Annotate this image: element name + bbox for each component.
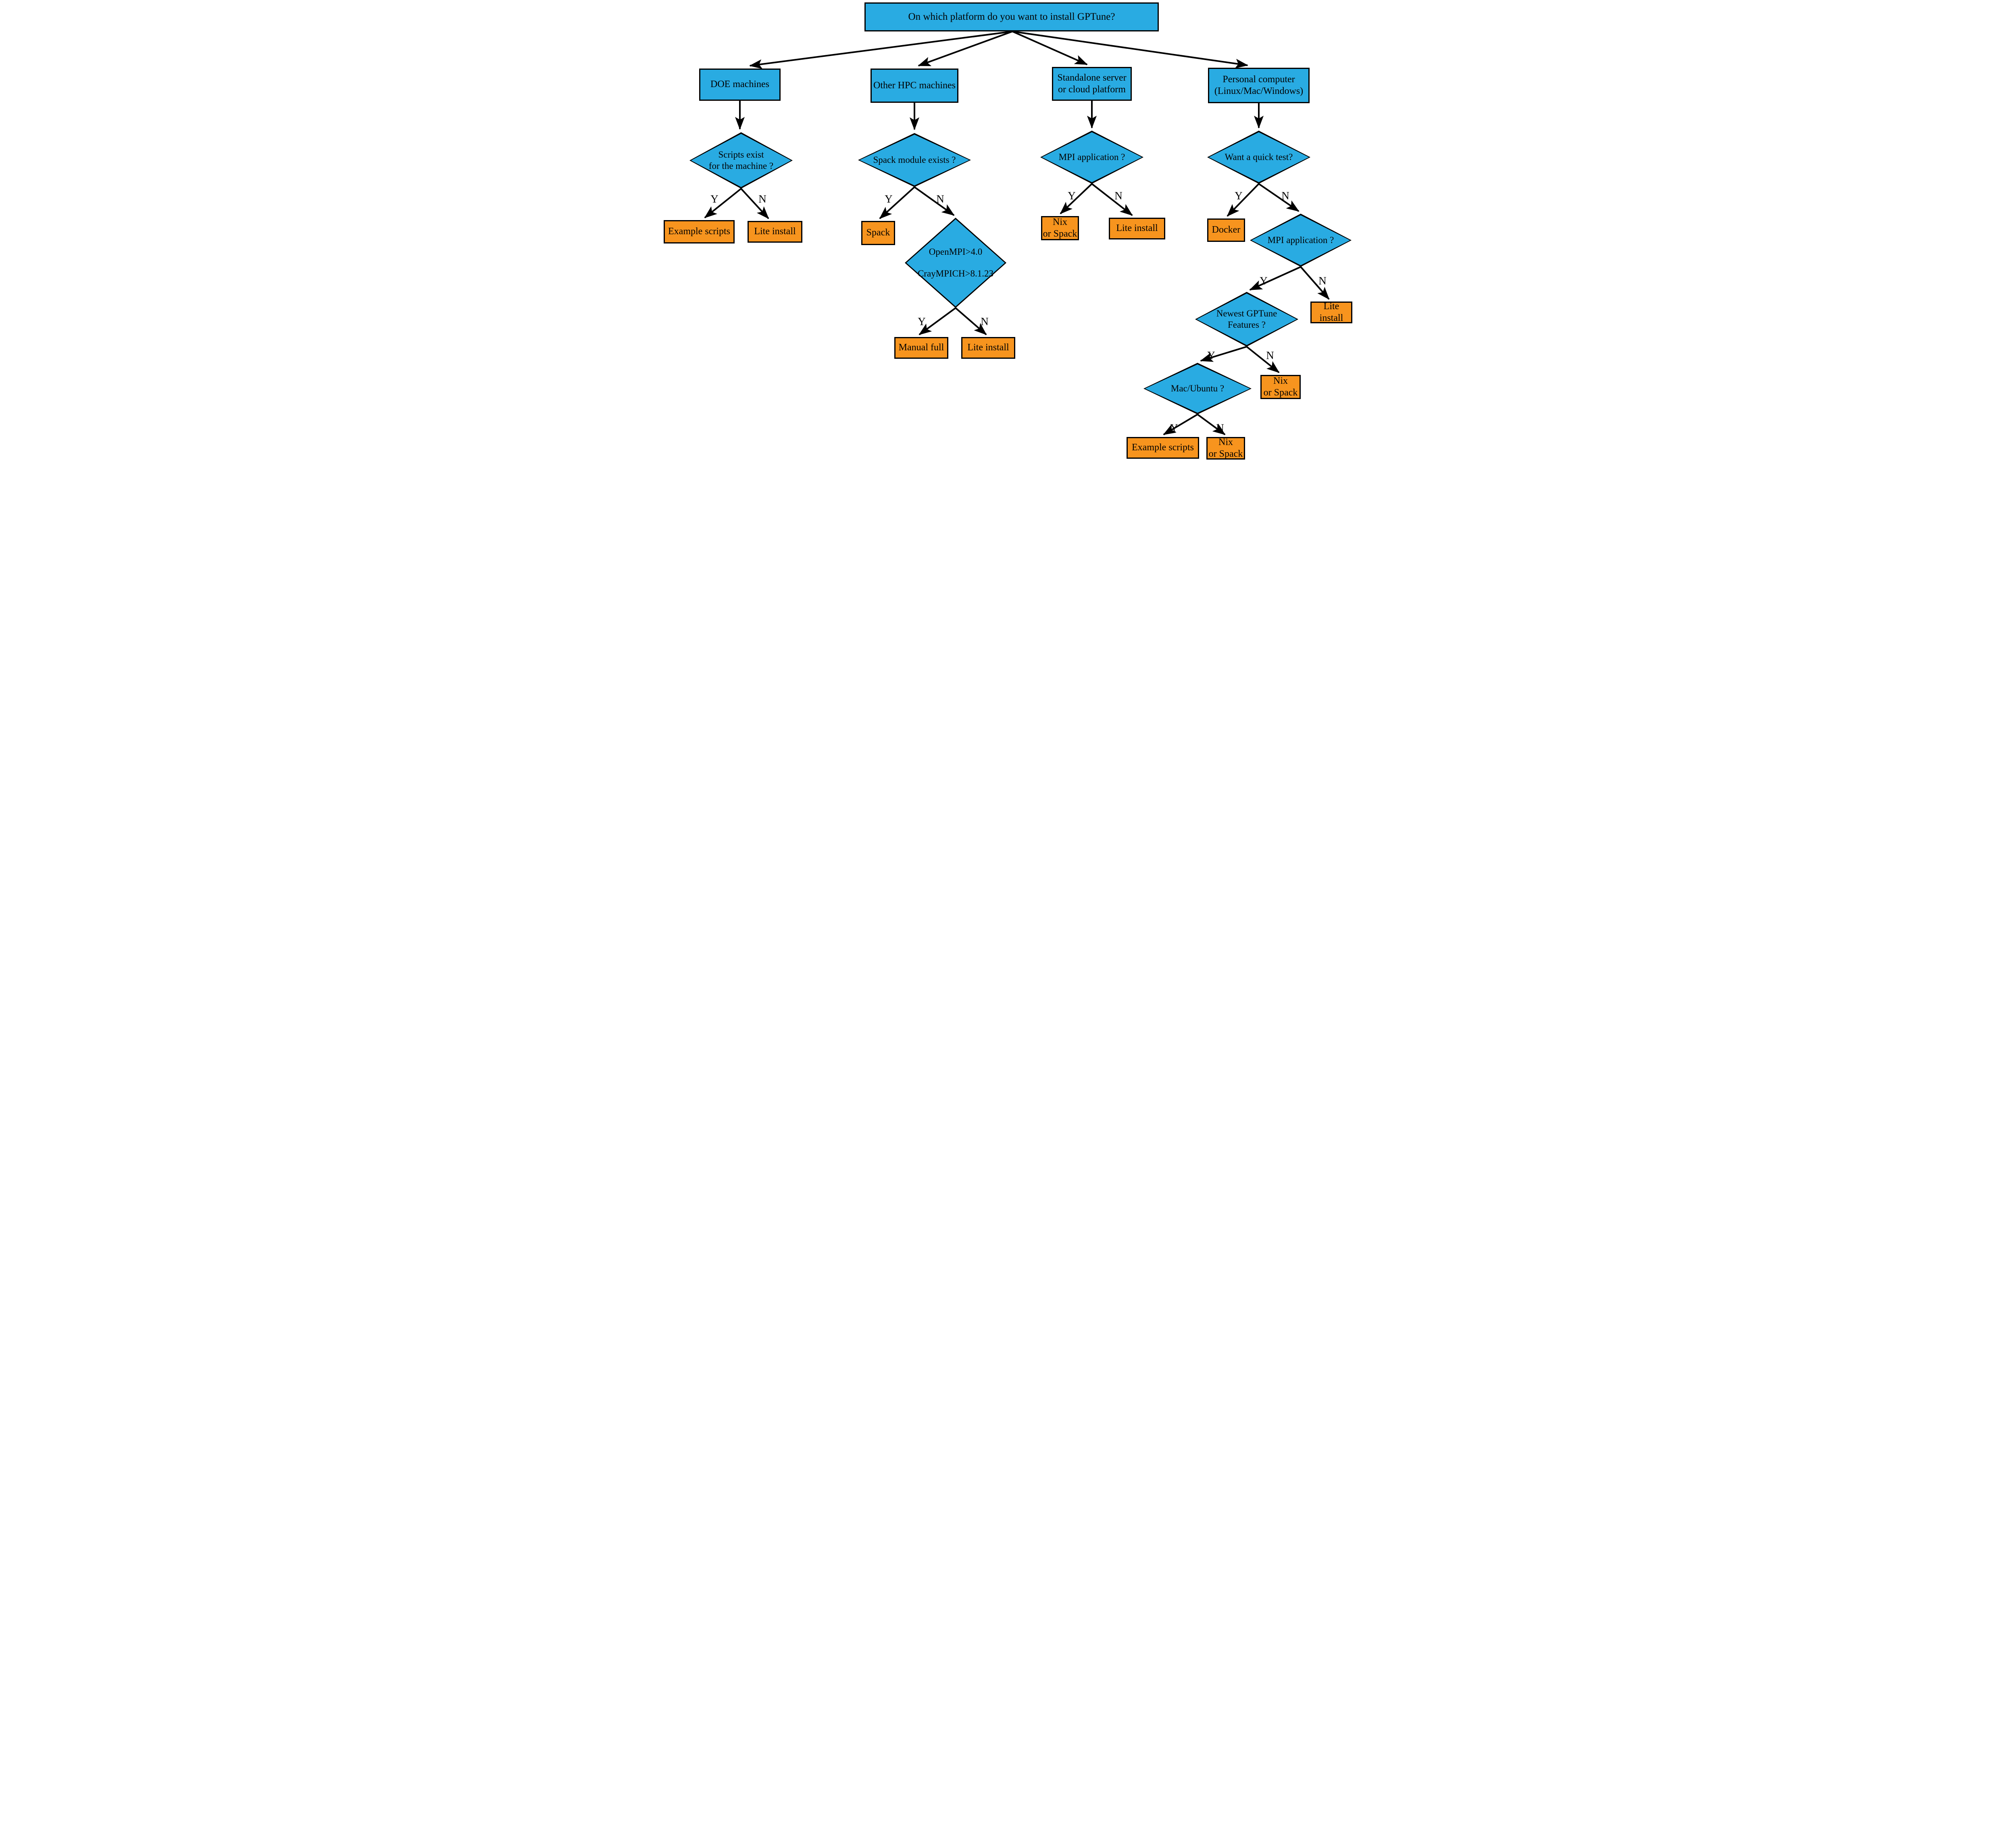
manual-full-result-box: Manual full bbox=[894, 337, 948, 359]
arrow-quicktest-yes bbox=[1227, 183, 1260, 217]
doe-machines-box: DOE machines bbox=[699, 69, 781, 101]
personal-computer-box: Personal computer (Linux/Mac/Windows) bbox=[1208, 68, 1310, 103]
spack-module-exists-decision-label: Spack module exists ? bbox=[873, 154, 956, 165]
docker-result-label: Docker bbox=[1212, 225, 1241, 235]
flowchart-arrows-layer bbox=[704, 31, 1330, 435]
docker-result-box: Docker bbox=[1207, 218, 1245, 242]
scripts-exist-decision: Scripts exist for the machine ? bbox=[689, 132, 793, 189]
example-scripts-result-box-pc: Example scripts bbox=[1127, 437, 1199, 459]
no-label: N bbox=[1216, 422, 1224, 434]
flowchart-canvas: On which platform do you want to install… bbox=[663, 0, 1353, 460]
newest-gptune-decision-line2: Features ? bbox=[1228, 320, 1266, 330]
no-label: N bbox=[981, 315, 989, 328]
lite-install-result-box-hpc: Lite install bbox=[961, 337, 1015, 359]
standalone-server-box: Standalone server or cloud platform bbox=[1052, 67, 1132, 101]
arrow-macubuntu-yes bbox=[1163, 414, 1198, 435]
arrow-root-to-doe bbox=[749, 31, 1013, 69]
standalone-server-label-line2: or cloud platform bbox=[1058, 84, 1126, 95]
no-label: N bbox=[1281, 189, 1289, 202]
example-scripts-result-label: Example scripts bbox=[668, 226, 730, 237]
arrow-doe-yes bbox=[704, 188, 742, 218]
arrow-root-to-pc bbox=[1012, 31, 1248, 69]
arrow-pcmpi-yes bbox=[1249, 266, 1301, 291]
lite-install-result-box-server: Lite install bbox=[1109, 218, 1165, 239]
no-label: N bbox=[1266, 349, 1274, 362]
example-scripts-result-box: Example scripts bbox=[664, 220, 735, 243]
quick-test-decision-label: Want a quick test? bbox=[1225, 152, 1293, 162]
nix-or-spack-result-box-server: Nix or Spack bbox=[1041, 216, 1079, 240]
scripts-exist-decision-line1: Scripts exist bbox=[718, 149, 764, 160]
yes-label: Y bbox=[1260, 275, 1268, 287]
mpi-application-decision-server: MPI application ? bbox=[1040, 131, 1143, 184]
doe-machines-label: DOE machines bbox=[710, 79, 769, 90]
arrow-openmpi-no bbox=[955, 307, 987, 335]
mpi-application-decision-pc-label: MPI application ? bbox=[1267, 235, 1334, 245]
nix-or-spack-os-line1: Nix bbox=[1218, 437, 1233, 447]
quick-test-decision: Want a quick test? bbox=[1207, 131, 1310, 184]
mac-ubuntu-decision-label: Mac/Ubuntu ? bbox=[1170, 383, 1225, 393]
arrow-server-yes bbox=[1060, 183, 1093, 214]
lite-install-result-box-pc: Lite install bbox=[1310, 301, 1352, 323]
lite-install-result-label-doe: Lite install bbox=[754, 226, 796, 237]
lite-install-result-label-hpc: Lite install bbox=[967, 342, 1009, 353]
nix-or-spack-server-line2: or Spack bbox=[1043, 229, 1077, 239]
yes-label: Y bbox=[1207, 349, 1215, 362]
arrow-hpc-no bbox=[914, 186, 955, 216]
openmpi-decision-line1: OpenMPI>4.0 bbox=[929, 246, 983, 257]
arrow-server-no bbox=[1091, 183, 1133, 216]
spack-result-box: Spack bbox=[861, 221, 895, 245]
nix-or-spack-features-line2: or Spack bbox=[1263, 387, 1298, 398]
arrow-openmpi-yes bbox=[918, 307, 956, 335]
no-label: N bbox=[758, 193, 766, 205]
personal-computer-label-line1: Personal computer bbox=[1223, 74, 1295, 85]
yes-label: Y bbox=[885, 193, 893, 205]
arrow-quicktest-no bbox=[1258, 183, 1300, 212]
no-label: N bbox=[1318, 275, 1327, 287]
openmpi-decision-line2: CrayMPICH>8.1.23 bbox=[917, 268, 994, 279]
yes-label: Y bbox=[1170, 422, 1178, 434]
newest-gptune-features-decision: Newest GPTune Features ? bbox=[1195, 292, 1298, 347]
lite-install-result-box-doe: Lite install bbox=[748, 221, 802, 243]
nix-or-spack-result-box-os: Nix or Spack bbox=[1206, 437, 1245, 460]
personal-computer-label-line2: (Linux/Mac/Windows) bbox=[1214, 86, 1304, 96]
standalone-server-label-line1: Standalone server bbox=[1057, 72, 1127, 83]
arrow-features-no bbox=[1246, 346, 1280, 373]
nix-or-spack-features-line1: Nix bbox=[1273, 375, 1288, 386]
nix-or-spack-os-line2: or Spack bbox=[1208, 449, 1243, 459]
nix-or-spack-server-line1: Nix bbox=[1053, 216, 1067, 227]
arrow-features-yes bbox=[1200, 346, 1247, 362]
newest-gptune-decision-line1: Newest GPTune bbox=[1216, 308, 1277, 318]
scripts-exist-decision-line2: for the machine ? bbox=[708, 161, 774, 171]
yes-label: Y bbox=[1068, 189, 1076, 202]
spack-result-label: Spack bbox=[866, 227, 890, 238]
no-label: N bbox=[936, 193, 944, 205]
manual-full-result-label: Manual full bbox=[898, 342, 944, 353]
arrow-root-to-hpc bbox=[918, 31, 1013, 67]
yes-label: Y bbox=[918, 315, 926, 328]
spack-module-exists-decision: Spack module exists ? bbox=[858, 133, 971, 187]
yes-label: Y bbox=[1235, 189, 1243, 202]
mpi-application-decision-server-label: MPI application ? bbox=[1058, 152, 1125, 162]
arrow-doe-no bbox=[740, 188, 769, 219]
root-question-box: On which platform do you want to install… bbox=[864, 2, 1159, 31]
arrow-root-to-server bbox=[1012, 31, 1088, 65]
no-label: N bbox=[1114, 189, 1123, 202]
root-question-text: On which platform do you want to install… bbox=[908, 11, 1115, 22]
other-hpc-machines-label: Other HPC machines bbox=[873, 80, 956, 91]
other-hpc-machines-box: Other HPC machines bbox=[871, 69, 958, 103]
lite-install-result-label-server: Lite install bbox=[1116, 223, 1158, 234]
yes-label: Y bbox=[710, 193, 719, 205]
arrow-macubuntu-no bbox=[1197, 414, 1226, 435]
arrow-hpc-yes bbox=[879, 186, 915, 219]
openmpi-craympich-decision: OpenMPI>4.0 CrayMPICH>8.1.23 bbox=[905, 218, 1006, 308]
lite-install-result-label-pc: Lite install bbox=[1319, 301, 1343, 323]
example-scripts-result-label-pc: Example scripts bbox=[1132, 442, 1194, 453]
arrow-pcmpi-no bbox=[1300, 266, 1330, 300]
mac-ubuntu-decision: Mac/Ubuntu ? bbox=[1143, 363, 1252, 414]
mpi-application-decision-pc: MPI application ? bbox=[1250, 214, 1352, 267]
nix-or-spack-result-box-features: Nix or Spack bbox=[1260, 375, 1301, 399]
